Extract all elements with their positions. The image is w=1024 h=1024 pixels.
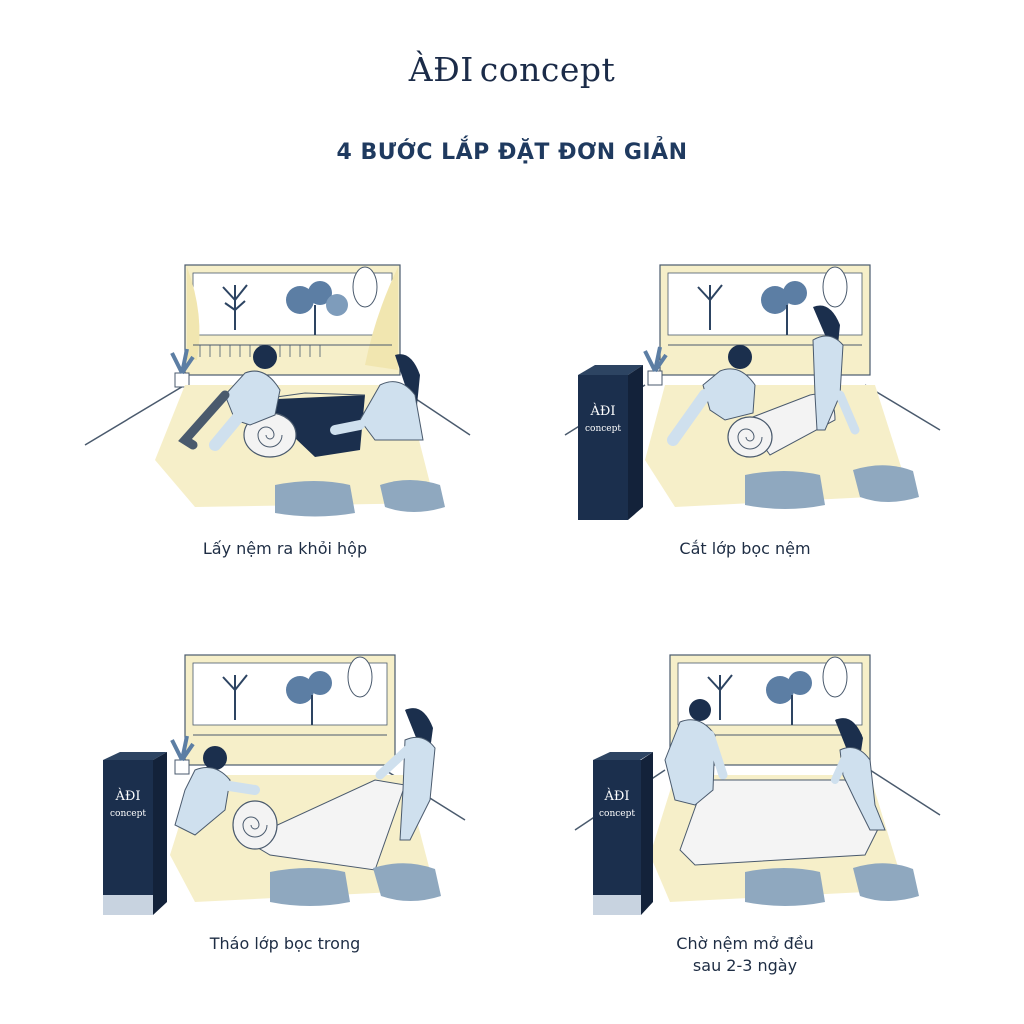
- pillow-illustration: [745, 465, 919, 509]
- box-mark: ÀĐI: [603, 788, 629, 804]
- step-1-illustration: [84, 264, 471, 517]
- pillow-illustration: [745, 863, 919, 906]
- brand-name: concept: [479, 50, 616, 89]
- step-3-caption: Tháo lớp bọc trong: [75, 933, 495, 955]
- step-1: Lấy nệm ra khỏi hộp: [75, 245, 495, 560]
- step-3-illustration: ÀĐI concept: [103, 654, 466, 915]
- caption-line-2: sau 2-3 ngày: [692, 956, 798, 975]
- brand-mark: ÀĐI: [408, 50, 474, 89]
- person-illustration: [831, 718, 886, 831]
- step-1-caption: Lấy nệm ra khỏi hộp: [75, 538, 495, 560]
- box-name: concept: [585, 424, 621, 434]
- person-illustration: [330, 354, 424, 441]
- box-name: concept: [110, 809, 146, 819]
- box-mark: ÀĐI: [114, 788, 140, 804]
- caption-line-1: Tháo lớp bọc trong: [209, 934, 361, 953]
- box-mark: ÀĐI: [589, 403, 615, 419]
- window-illustration: [184, 654, 396, 766]
- person-illustration: [174, 746, 260, 836]
- mattress-box-illustration: ÀĐI concept: [578, 365, 643, 520]
- step-2-illustration: ÀĐI concept: [564, 264, 941, 520]
- plant-illustration: [170, 348, 195, 388]
- page-title: 4 BƯỚC LẮP ĐẶT ĐƠN GIẢN: [336, 140, 688, 165]
- person-illustration: [178, 345, 281, 451]
- pillow-illustration: [270, 863, 441, 906]
- caption-line-1: Lấy nệm ra khỏi hộp: [202, 539, 368, 558]
- step-2-caption: Cắt lớp bọc nệm: [535, 538, 955, 560]
- person-illustration: [667, 345, 756, 446]
- person-illustration: [664, 699, 728, 806]
- caption-line-1: Cắt lớp bọc nệm: [679, 539, 811, 558]
- step-2: ÀĐI concept Cắt lớp bọc nệm: [535, 245, 955, 560]
- step-3: ÀĐI concept Tháo lớp bọc trong: [75, 640, 495, 955]
- window-illustration: [184, 264, 401, 376]
- caption-line-1: Chờ nệm mở đều: [676, 934, 814, 953]
- person-illustration: [375, 708, 436, 841]
- tree-illustration: [222, 656, 373, 725]
- tree-illustration: [697, 266, 848, 335]
- step-4-illustration: ÀĐI concept: [574, 654, 941, 915]
- pillow-illustration: [275, 480, 445, 517]
- mattress-roll-illustration: [243, 412, 297, 458]
- step-4-caption: Chờ nệm mở đều sau 2-3 ngày: [535, 933, 955, 977]
- plant-illustration: [643, 346, 668, 386]
- box-name: concept: [599, 809, 635, 819]
- mattress-box-illustration: ÀĐI concept: [103, 752, 167, 915]
- tree-illustration: [707, 656, 848, 725]
- person-illustration: [812, 305, 860, 435]
- step-4: ÀĐI concept Chờ nệm mở đều sau 2-3 ngày: [535, 640, 955, 977]
- plant-illustration: [170, 735, 195, 775]
- tree-illustration: [222, 266, 378, 335]
- mattress-box-illustration: ÀĐI concept: [593, 752, 653, 915]
- mattress-roll-illustration: [232, 800, 278, 850]
